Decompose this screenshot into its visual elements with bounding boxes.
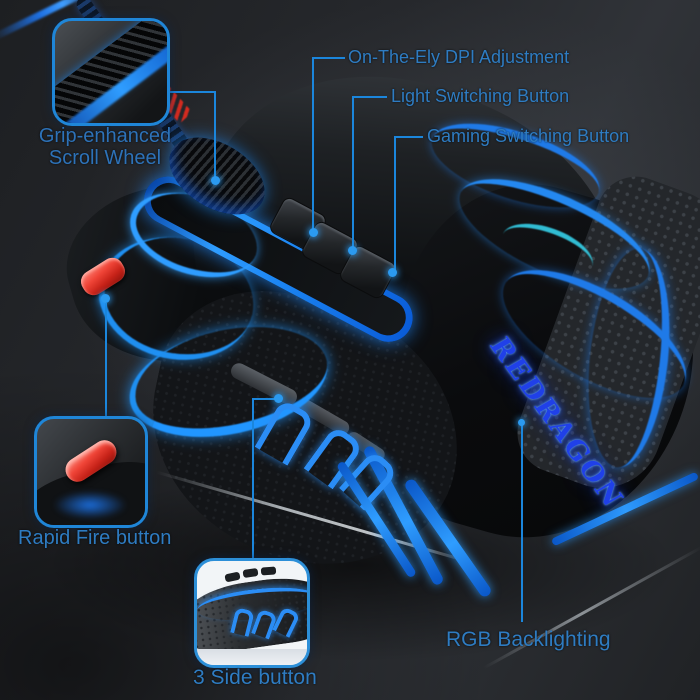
inset-side-top-bump-2 bbox=[242, 567, 259, 579]
gaming-callout-line-v bbox=[394, 136, 396, 272]
scroll-wheel-label-line2: Scroll Wheel bbox=[48, 147, 162, 169]
rgb-callout-line-v bbox=[521, 424, 523, 622]
scroll-wheel-inset-image bbox=[52, 18, 170, 126]
rapid-fire-callout-dot bbox=[101, 294, 110, 303]
scroll-wheel-callout-line-h bbox=[158, 91, 216, 93]
light-callout-line-v bbox=[352, 96, 354, 250]
side-buttons-callout-line-h bbox=[252, 398, 278, 400]
gaming-callout-line-h bbox=[395, 136, 423, 138]
dpi-callout-line-v bbox=[312, 57, 314, 232]
side-buttons-callout-dot bbox=[274, 394, 283, 403]
scroll-wheel-label-line1: Grip-enhanced bbox=[38, 125, 172, 147]
side-buttons-label: 3 Side button bbox=[193, 666, 317, 689]
side-buttons-inset-image bbox=[194, 558, 310, 668]
rapid-fire-inset-image bbox=[34, 416, 148, 528]
inset-fire-blue-glow bbox=[53, 491, 127, 519]
rapid-fire-callout-line-v bbox=[105, 303, 107, 417]
dpi-callout-line-h bbox=[313, 57, 345, 59]
gaming-callout-dot bbox=[388, 268, 397, 277]
inset-side-top-bump-1 bbox=[224, 571, 241, 583]
light-callout-dot bbox=[348, 246, 357, 255]
scroll-wheel-callout-dot bbox=[211, 176, 220, 185]
rgb-label: RGB Backlighting bbox=[446, 628, 611, 651]
inset-side-top-bump-3 bbox=[260, 566, 277, 576]
scroll-wheel-callout-line-v bbox=[214, 92, 216, 180]
inset-side-table-strip bbox=[197, 649, 307, 665]
side-buttons-callout-line-v bbox=[252, 398, 254, 559]
scroll-wheel-label: Grip-enhanced Scroll Wheel bbox=[15, 125, 195, 169]
gaming-label: Gaming Switching Button bbox=[427, 126, 630, 146]
light-label: Light Switching Button bbox=[391, 86, 570, 106]
rgb-callout-dot bbox=[518, 419, 525, 426]
rapid-fire-label: Rapid Fire button bbox=[18, 527, 172, 549]
light-callout-line-h bbox=[353, 96, 387, 98]
dpi-label: On-The-Ely DPI Adjustment bbox=[348, 47, 570, 67]
dpi-callout-dot bbox=[309, 228, 318, 237]
